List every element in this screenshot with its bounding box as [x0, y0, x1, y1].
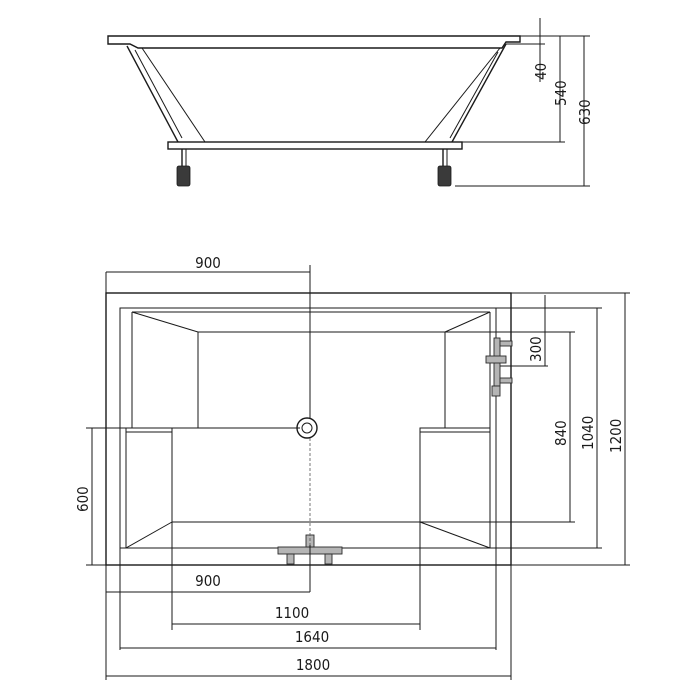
side-wall-left: [126, 45, 179, 143]
dim-rim: 40: [532, 63, 550, 80]
side-inner-right: [424, 47, 501, 143]
dim-inner-bottom-length: 840: [552, 420, 570, 446]
side-rim: [107, 35, 521, 49]
side-view: 40 540 630: [107, 18, 594, 187]
side-foot-left: [176, 165, 191, 187]
slope-tl: [131, 311, 199, 333]
dim-outer-width: 1200: [607, 419, 625, 453]
slope-br: [419, 521, 491, 549]
side-base-frame: [167, 141, 463, 150]
side-shade-left: [134, 49, 183, 139]
top-outer-rim: [105, 292, 512, 566]
dim-depth: 540: [552, 80, 570, 106]
dim-faucet-offset: 300: [527, 336, 545, 362]
dim-inner-width: 1640: [295, 628, 329, 646]
side-wall-right: [451, 43, 507, 143]
drain-inner-icon: [301, 422, 313, 434]
slope-tr: [444, 311, 491, 333]
dim-total-height: 630: [576, 99, 594, 125]
top-upper-basin: [171, 331, 446, 523]
dim-drain-offset-bottom: 900: [195, 572, 221, 590]
side-inner-left: [141, 47, 206, 143]
slope-bl: [125, 521, 173, 549]
side-shade-right: [449, 51, 499, 139]
dim-outer-length: 1800: [296, 656, 330, 674]
faucet-fitting-icon: [485, 337, 513, 397]
dim-seat-height: 600: [74, 486, 92, 512]
dim-inner-length: 1040: [579, 416, 597, 450]
dim-inner-bottom-width: 1100: [275, 604, 309, 622]
side-foot-right: [437, 165, 452, 187]
top-view: 900 900 1100 1640 1800 600 300 84: [74, 254, 630, 680]
dim-drain-offset-top: 900: [195, 254, 221, 272]
